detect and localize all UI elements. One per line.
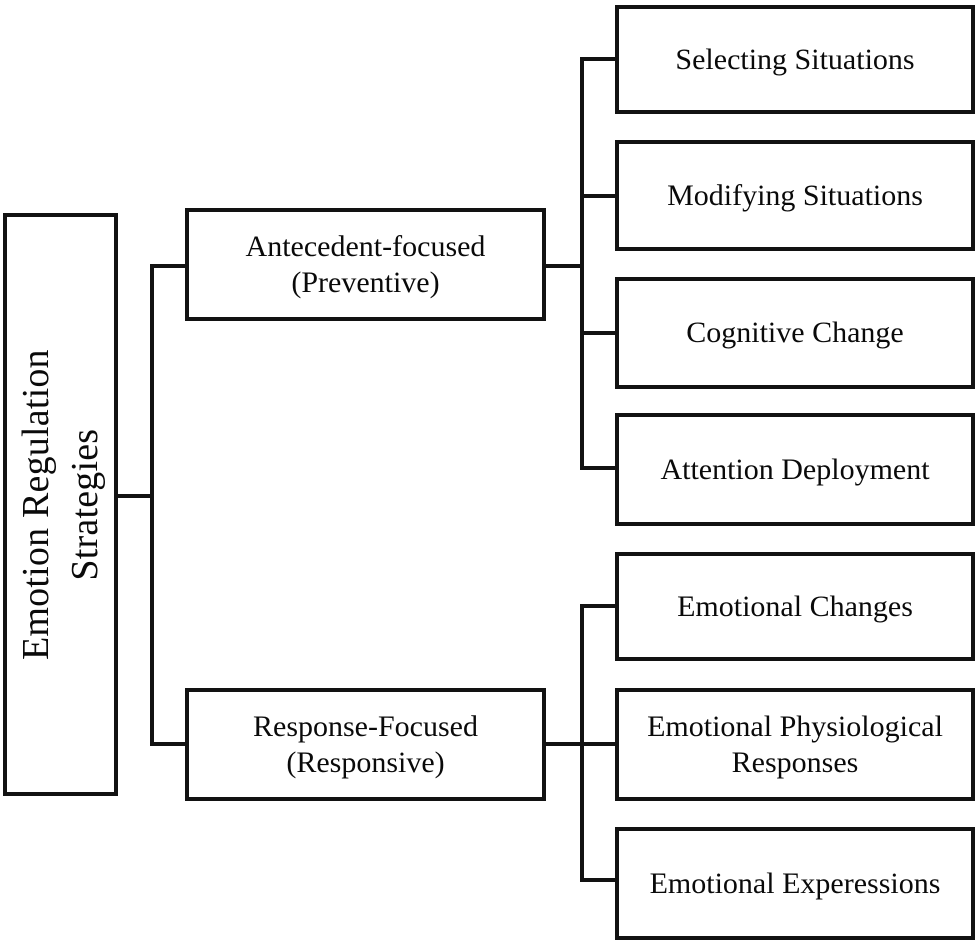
connector-antecedent-to-modifying-situations [580,194,619,198]
connector-antecedent-spine [580,57,584,470]
connector-response-stub [543,742,584,746]
connector-antecedent-to-attention-deployment [580,466,619,470]
node-response-focused-label: Response-Focused(Responsive) [253,710,478,779]
connector-root-spine [150,264,154,498]
connector-root-to-response [150,742,189,746]
node-emotional-experessions-label: Emotional Experessions [649,866,941,900]
node-emotional-changes-label: Emotional Changes [677,589,913,623]
node-cognitive-change-label: Cognitive Change [686,316,904,350]
connector-root-stub [117,494,154,498]
node-antecedent-focused: Antecedent-focused(Preventive) [185,208,546,321]
connector-antecedent-to-cognitive-change [580,331,619,335]
connector-response-to-emotional-changes [580,604,619,608]
node-attention-deployment: Attention Deployment [615,413,975,526]
node-modifying-situations-label: Modifying Situations [667,178,923,212]
node-selecting-situations-label: Selecting Situations [675,42,915,76]
node-modifying-situations: Modifying Situations [615,140,975,251]
node-attention-deployment-label: Attention Deployment [660,452,930,486]
connector-response-to-emotional-physiological-responses [580,742,619,746]
connector-antecedent-stub [543,264,584,268]
node-emotional-experessions: Emotional Experessions [615,827,975,940]
node-emotional-changes: Emotional Changes [615,552,975,661]
connector-response-to-emotional-experessions [580,878,619,882]
node-response-focused: Response-Focused(Responsive) [185,688,546,801]
connector-root-spine-lower [150,494,154,746]
connector-root-to-antecedent [150,264,189,268]
node-selecting-situations: Selecting Situations [615,5,975,114]
connector-antecedent-to-selecting-situations [580,57,619,61]
node-antecedent-focused-label: Antecedent-focused(Preventive) [245,230,486,299]
node-cognitive-change: Cognitive Change [615,277,975,389]
